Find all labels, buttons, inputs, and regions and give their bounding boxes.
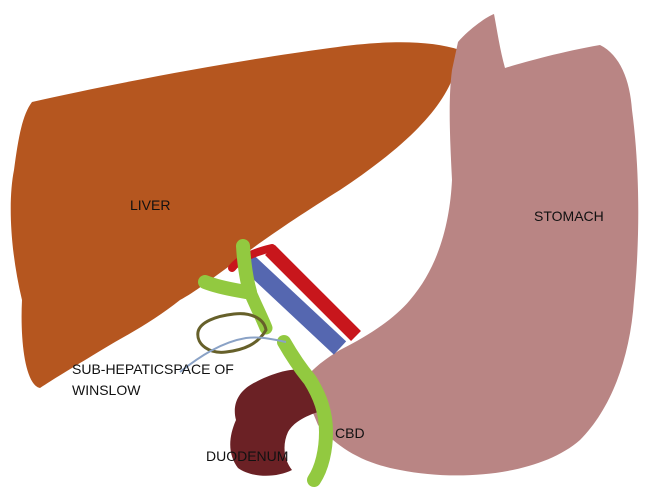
cbd-label: CBD xyxy=(335,425,365,441)
bile-duct-right xyxy=(243,246,250,292)
subhepatic-label-line2: WINSLOW xyxy=(72,382,141,398)
duodenum-label: DUODENUM xyxy=(206,448,288,464)
subhepatic-label-line1: SUB-HEPATICSPACE OF xyxy=(72,361,234,377)
stomach-label: STOMACH xyxy=(534,208,604,224)
bile-duct-left xyxy=(205,282,246,292)
liver-label: LIVER xyxy=(130,197,170,213)
